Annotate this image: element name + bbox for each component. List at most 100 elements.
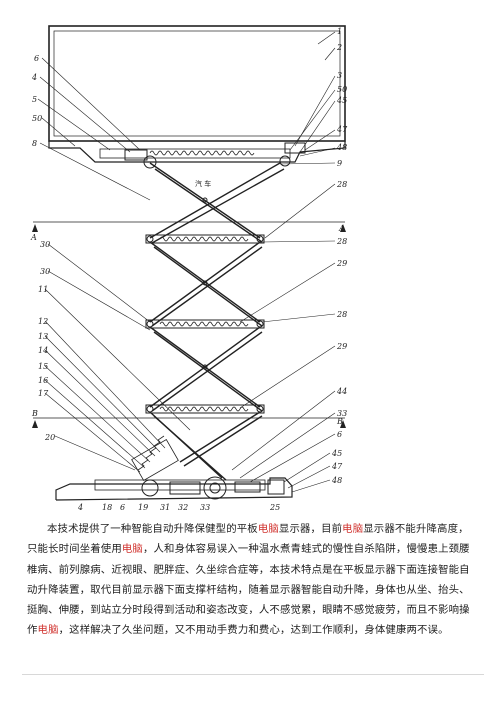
highlighted-keyword: 电脑 <box>37 624 59 637</box>
part-label: 2 <box>336 43 342 52</box>
scissor-arm <box>151 331 263 412</box>
stamp-text: 汽 车 <box>195 179 211 188</box>
part-label: 48 <box>331 476 342 485</box>
highlighted-keyword: 电脑 <box>257 523 279 535</box>
lower-motor <box>169 481 201 495</box>
part-label: 16 <box>38 376 48 385</box>
cross-bar <box>145 234 265 244</box>
part-label: 18 <box>102 503 112 512</box>
part-label: 28 <box>336 237 347 246</box>
pivot <box>202 280 208 286</box>
part-label: 9 <box>337 159 342 168</box>
scissor-arm <box>151 168 285 244</box>
pivot <box>256 235 264 243</box>
part-label: 50 <box>32 114 42 123</box>
monitor-screen <box>48 25 346 142</box>
description-text: 本技术提供了一种智能自动升降保健型的平板 <box>47 523 258 535</box>
lower-gear-motor-inner <box>209 482 221 494</box>
cross-spring <box>159 406 249 412</box>
part-label: 4 <box>77 503 83 512</box>
section-a-left: A <box>30 233 37 242</box>
part-label: 48 <box>336 143 347 152</box>
upper-spring <box>149 150 255 156</box>
pivot <box>146 320 154 328</box>
lower-gear-motor <box>203 476 227 500</box>
section-a-right: A <box>338 224 345 233</box>
upper-roller-left <box>143 155 157 169</box>
part-label: 45 <box>336 96 347 105</box>
part-label: 28 <box>336 180 347 189</box>
description-text: ，这样解决了久坐问题，又不用动手费力和费心，达到工作顺利，身体健康两不误。 <box>58 624 449 637</box>
part-label: 50 <box>337 85 347 94</box>
part-label: 1 <box>337 27 342 36</box>
bottom-divider <box>22 674 484 675</box>
part-label: 14 <box>38 346 48 355</box>
upper-roller-right <box>279 155 291 167</box>
part-label: 5 <box>32 95 37 104</box>
part-label: 8 <box>32 139 37 148</box>
scissor-arm <box>149 162 261 239</box>
arrow-a-left <box>32 224 38 232</box>
part-label: 30 <box>40 240 50 249</box>
part-label: 29 <box>336 342 347 351</box>
description-text: ，人和身体容易误入一种温水煮青蛙式的慢性自杀陷阱，慢慢患上颈腰椎病、前列腺病、近… <box>27 543 470 637</box>
highlighted-keyword: 电脑 <box>342 523 364 535</box>
part-label: 17 <box>38 389 49 398</box>
part-label: 33 <box>337 409 347 418</box>
upper-motor <box>124 149 148 161</box>
lower-gear-left <box>141 479 159 497</box>
part-label: 19 <box>138 503 148 512</box>
part-label: 6 <box>34 54 39 63</box>
part-label: 4 <box>31 73 37 82</box>
part-label: 15 <box>38 362 48 371</box>
section-b-left: B <box>31 409 38 418</box>
arrow-b-left <box>32 420 38 428</box>
part-label: 6 <box>337 430 342 439</box>
part-label: 12 <box>38 317 48 326</box>
section-b-right: B <box>336 417 343 426</box>
monitor-inner-frame <box>53 30 341 137</box>
upper-housing <box>48 141 346 163</box>
part-label: 47 <box>336 125 348 134</box>
part-label: 3 <box>337 71 342 80</box>
part-label: 20 <box>44 433 55 442</box>
scissor-arm <box>154 168 263 243</box>
pivot <box>146 405 154 413</box>
lower-block <box>234 481 261 493</box>
part-label: 6 <box>120 503 125 512</box>
part-label: 13 <box>38 332 48 341</box>
pivot <box>256 405 264 413</box>
arrow-a-right <box>340 224 346 232</box>
cross-spring <box>159 321 249 327</box>
pivot <box>146 235 154 243</box>
part-label: 25 <box>269 503 280 512</box>
scissor-arm <box>149 326 261 408</box>
scissor-arm <box>183 415 263 467</box>
description-text: 显示器，目前 <box>278 523 343 535</box>
part-label: 44 <box>336 387 347 396</box>
part-label: 28 <box>336 310 347 319</box>
lower-track <box>94 479 266 491</box>
part-label: 30 <box>40 267 50 276</box>
description-paragraph: 本技术提供了一种智能自动升降保健型的平板电脑显示器，目前电脑显示器不能升降高度，… <box>27 519 479 641</box>
part-label: 31 <box>160 503 170 512</box>
part-label: 29 <box>336 259 347 268</box>
lower-spring <box>137 435 165 471</box>
lower-bracket-right <box>267 479 285 495</box>
scissor-arm <box>179 411 261 463</box>
description-text: 显示器不能升降高度，只能长时间坐着使用 <box>27 523 469 556</box>
part-label: 33 <box>200 503 210 512</box>
cross-bar <box>145 319 265 329</box>
part-label: 45 <box>331 449 342 458</box>
pivot <box>256 320 264 328</box>
arrow-b-right <box>340 420 346 428</box>
highlighted-keyword: 电脑 <box>121 543 143 556</box>
lower-base <box>55 477 293 501</box>
scissor-arm <box>149 241 261 323</box>
scissor-arm <box>149 162 281 239</box>
scissor-arm <box>153 415 227 481</box>
part-label: 47 <box>331 462 343 471</box>
scissor-arm <box>151 246 263 327</box>
part-label: 11 <box>38 285 48 294</box>
